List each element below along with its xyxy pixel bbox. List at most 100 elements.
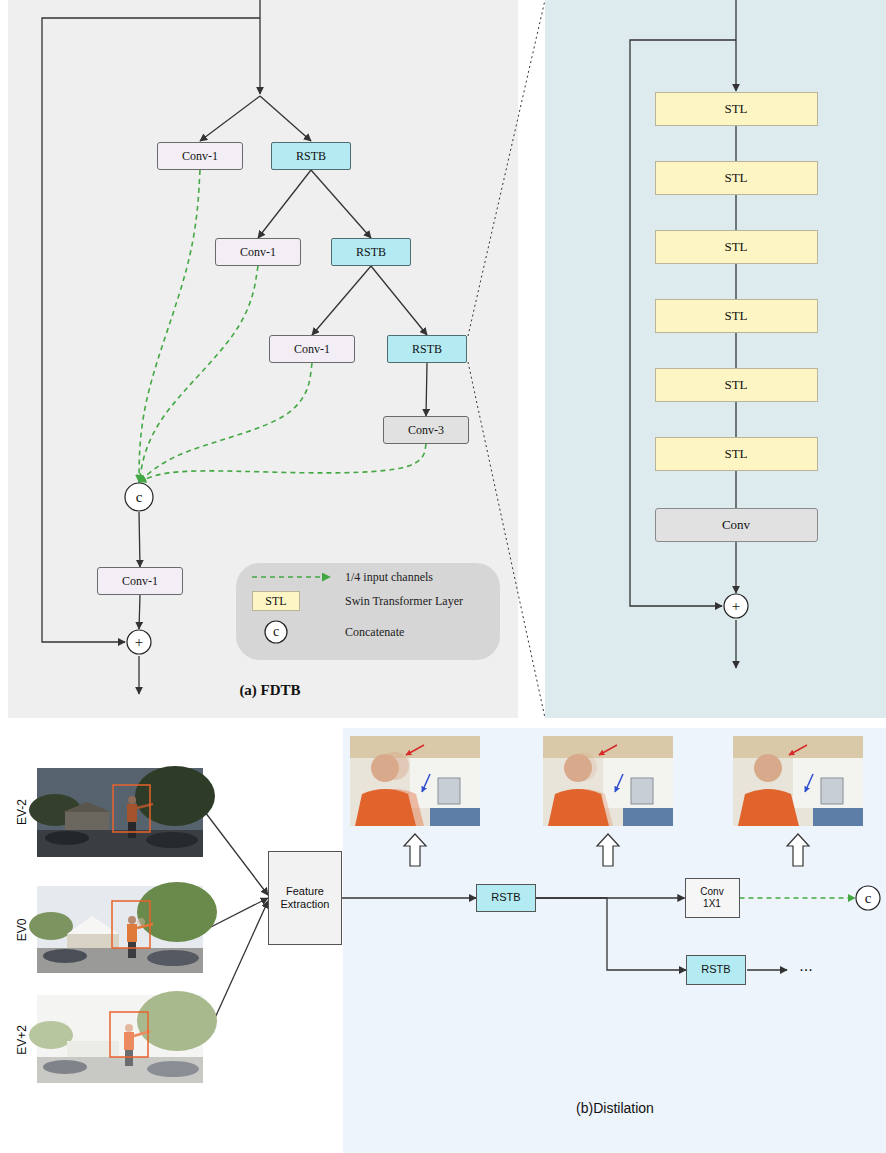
hollow-up-arrow-part <box>404 834 426 866</box>
rstb-block: RSTB <box>476 884 536 912</box>
photo-ev-zero-part <box>128 916 136 924</box>
legend-text: Concatenate <box>345 625 404 640</box>
crop-result-1-part <box>350 736 480 826</box>
flow-arrow <box>536 898 686 970</box>
node-label: RSTB <box>491 891 520 904</box>
panel-b-ground-part <box>343 728 886 1153</box>
flow-wire-part <box>138 656 139 694</box>
node-label: Conv-1 <box>182 149 218 163</box>
node-label: STL <box>724 239 747 255</box>
node-label: Conv <box>722 517 750 533</box>
legend-sample-text: c <box>273 624 279 640</box>
legend-panel-part <box>265 621 287 643</box>
photo-ev-zero-part <box>67 916 119 934</box>
node-label: + <box>135 633 143 651</box>
rstb-block: RSTB <box>387 335 467 363</box>
photo-ev-plus-part <box>110 1012 148 1057</box>
crop-result-1 <box>350 736 480 826</box>
panel-a-ground <box>8 0 518 718</box>
photo-ev-plus <box>29 991 217 1083</box>
node-label: Conv 1X1 <box>692 886 732 910</box>
swin-layer: STL <box>655 299 818 333</box>
photo-ev-zero-part <box>127 924 137 942</box>
node-label: Conv-1 <box>122 574 158 588</box>
feature-extraction-box: Feature Extraction <box>268 851 342 945</box>
photo-ev-plus-part <box>125 1024 133 1032</box>
rstb-block: RSTB <box>271 142 351 170</box>
crop-result-3 <box>733 736 863 826</box>
conv-block: Conv-1 <box>215 238 301 266</box>
flow-wire-part <box>200 96 260 141</box>
legend-panel-part <box>236 563 500 660</box>
flow-arrow <box>735 195 736 230</box>
channel-split-arrow <box>139 266 258 482</box>
crop-result-2-part <box>631 778 653 804</box>
hollow-up-arrow-part <box>597 834 619 866</box>
node-label: RSTB <box>296 149 326 163</box>
crop-result-2-part <box>543 736 673 758</box>
photo-ev-minus-part <box>127 804 137 822</box>
crop-result-2-part <box>564 756 592 764</box>
photo-ev-plus-part <box>137 991 217 1051</box>
photo-ev-minus-part <box>128 822 136 838</box>
channel-split-arrow <box>139 444 426 482</box>
photo-ev-plus-part <box>29 1021 73 1049</box>
circle-outline <box>724 594 748 618</box>
flow-wire-part <box>747 969 787 970</box>
crop-result-1-part <box>406 745 424 755</box>
channel-split-arrow <box>139 170 200 482</box>
photo-ev-minus-part <box>113 785 150 832</box>
flow-arrow <box>735 402 736 437</box>
photo-ev-zero-part <box>112 901 150 948</box>
circle-outline <box>127 630 151 654</box>
conv-block: Conv 1X1 <box>685 878 740 918</box>
photo-ev-zero-part <box>67 934 119 950</box>
panel-detail-ground-part <box>545 0 886 718</box>
swin-layer: STL <box>655 230 818 264</box>
flow-arrow <box>735 126 736 161</box>
channel-split-arrow <box>740 897 856 899</box>
swin-layer: STL <box>655 368 818 402</box>
node-label: RSTB <box>412 342 442 356</box>
crop-result-3-part <box>754 756 782 764</box>
photo-ev-zero-part <box>137 882 217 942</box>
crop-result-3-part <box>805 774 813 792</box>
flow-arrow <box>311 170 371 238</box>
node-label: STL <box>724 101 747 117</box>
photo-ev-plus-part <box>37 1057 203 1083</box>
crop-result-2 <box>543 736 673 826</box>
crop-result-1-part <box>371 756 399 764</box>
conv-block: Conv-1 <box>157 142 243 170</box>
node-label: Conv-1 <box>294 342 330 356</box>
panel-detail-ground <box>545 0 886 718</box>
exposure-label: EV-2 <box>15 799 29 825</box>
ellipsis: ... <box>799 957 812 975</box>
flow-arrow <box>312 266 371 335</box>
crop-result-1-part <box>410 758 480 808</box>
flow-arrow <box>735 471 736 508</box>
flow-arrow <box>342 897 476 898</box>
crop-result-1-part <box>430 808 480 826</box>
crop-result-2-part <box>603 758 673 808</box>
circle-outline <box>125 483 153 511</box>
photo-ev-plus-part <box>43 1060 87 1074</box>
flow-arrow <box>258 170 311 238</box>
node-label: + <box>732 597 740 615</box>
crop-result-3-part <box>821 778 843 804</box>
node-label: c <box>136 488 143 506</box>
swin-layer: STL <box>655 92 818 126</box>
crop-result-3-part <box>813 808 863 826</box>
crop-result-2-part <box>548 789 609 826</box>
node-label: c <box>865 889 872 907</box>
operator-circle: + <box>126 629 152 655</box>
conv-block: Conv <box>655 508 818 542</box>
channel-split-arrow <box>139 363 312 482</box>
panel-title: (b)Distilation <box>576 1100 654 1116</box>
legend-panel-part <box>252 576 330 578</box>
rstb-block: RSTB <box>686 955 746 985</box>
circle-outline <box>856 886 880 910</box>
crop-result-2-part <box>615 774 623 792</box>
conv-block: Conv-1 <box>97 567 183 595</box>
photo-ev-zero <box>29 882 217 973</box>
